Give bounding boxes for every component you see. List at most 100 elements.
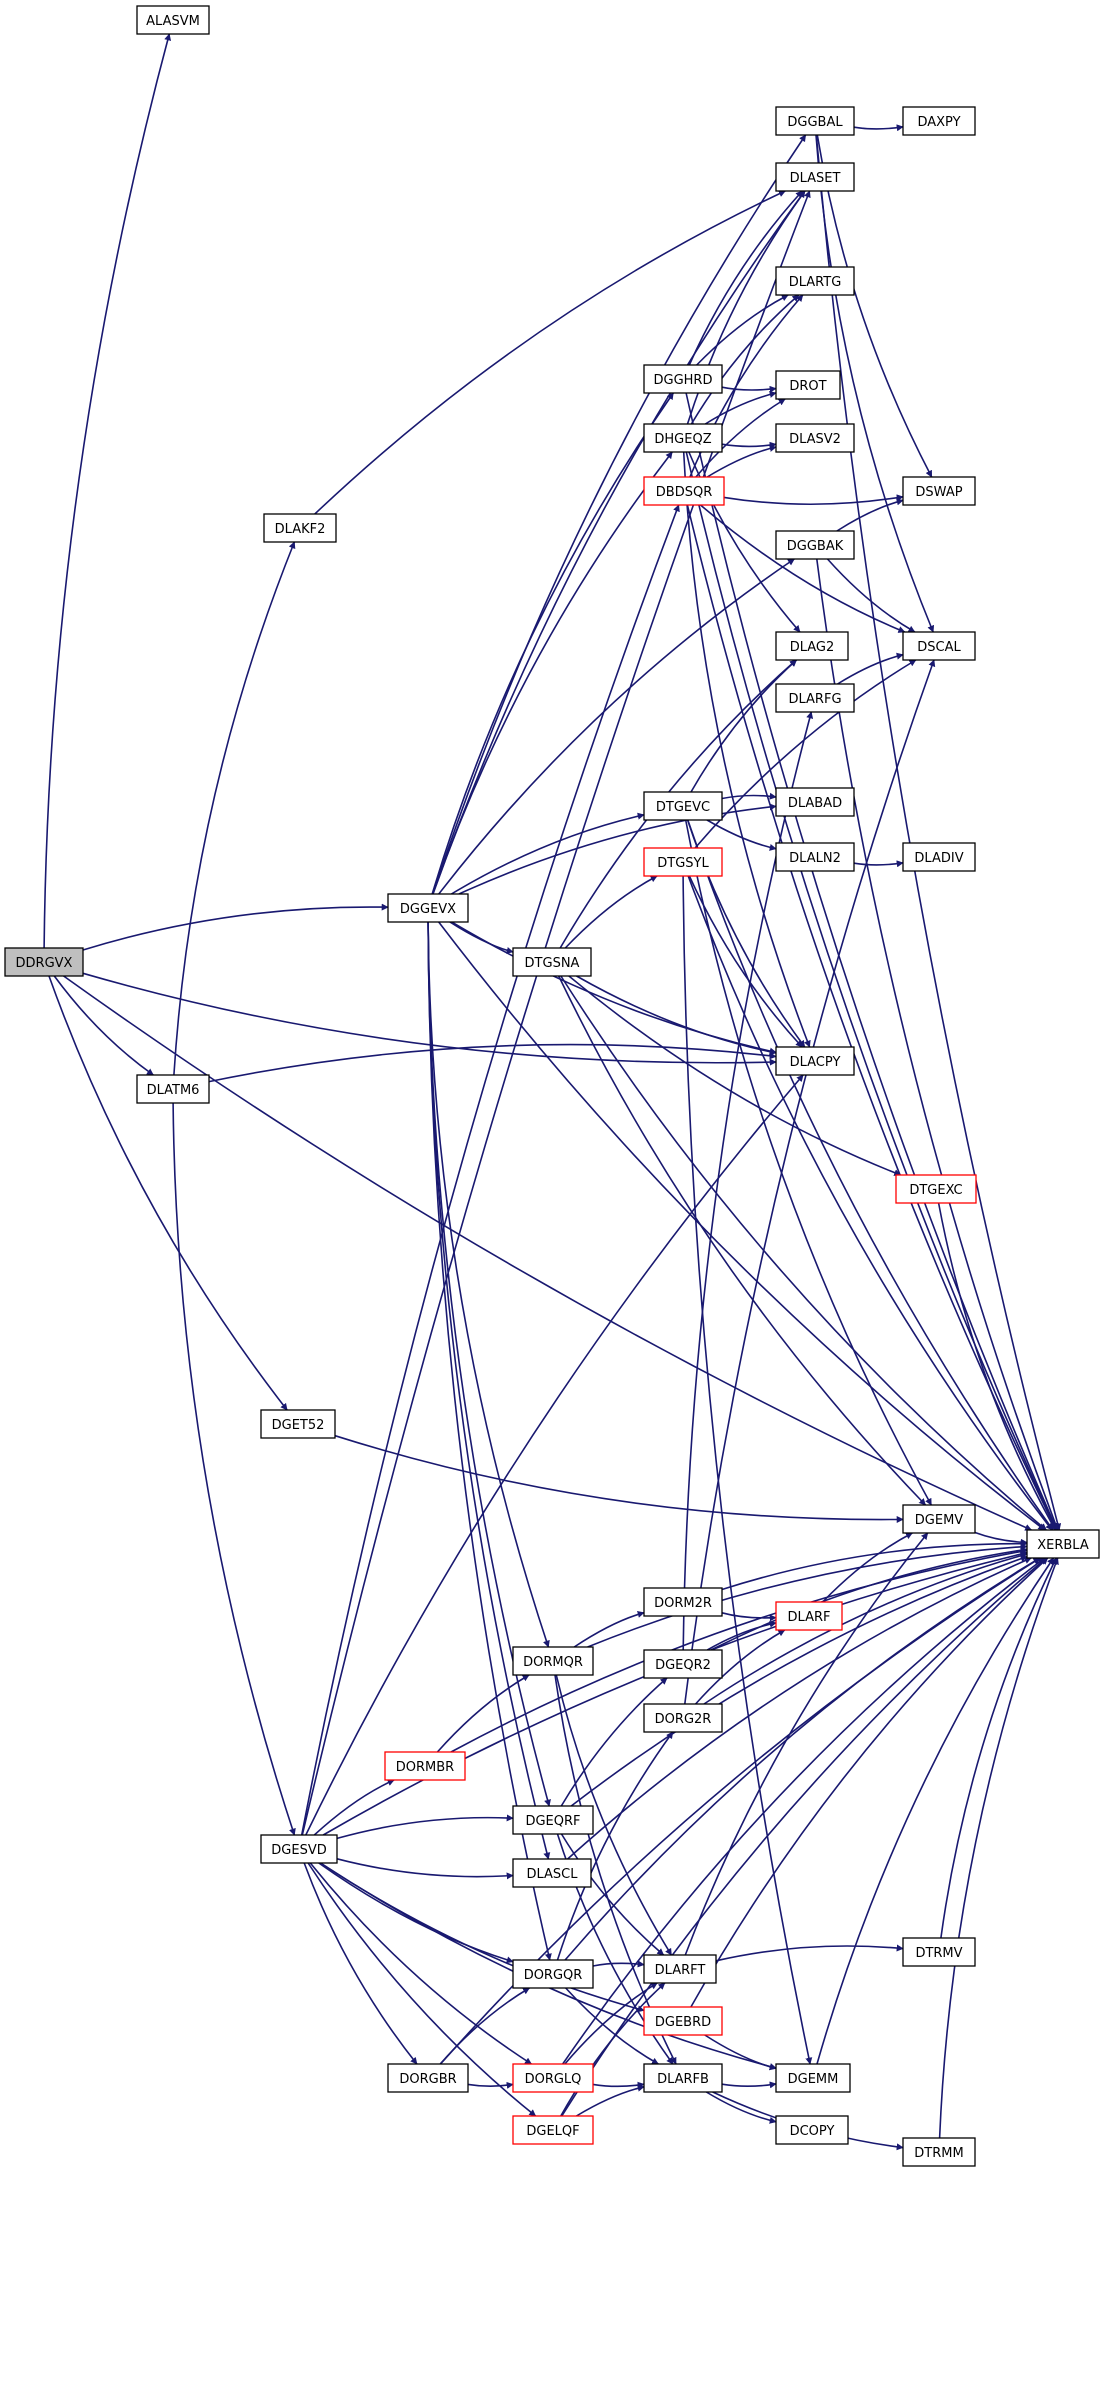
edge-path [688, 451, 801, 633]
node-dtgevc[interactable]: DTGEVC [643, 791, 723, 821]
node-label: DLARFB [657, 2072, 709, 2087]
edge-path [336, 1858, 514, 1880]
edge-path [938, 1557, 1059, 2139]
edge-path [576, 975, 777, 1056]
node-label: DGESVD [271, 1843, 326, 1858]
node-dgemv[interactable]: DGEMV [902, 1504, 976, 1534]
node-dlabad[interactable]: DLABAD [775, 787, 855, 817]
node-dgeqrf[interactable]: DGEQRF [512, 1805, 594, 1835]
edge-path [721, 441, 777, 449]
node-dtgexc[interactable]: DTGEXC [895, 1174, 977, 1204]
node-dlag2[interactable]: DLAG2 [775, 631, 849, 661]
edge-dggevx-to-dgghrd [431, 392, 674, 895]
node-label: DLARTG [789, 275, 842, 290]
node-xerbla[interactable]: XERBLA [1026, 1529, 1100, 1559]
node-dgebrd[interactable]: DGEBRD [643, 2006, 723, 2036]
node-dtrmm[interactable]: DTRMM [902, 2137, 976, 2167]
node-dget52[interactable]: DGET52 [260, 1409, 336, 1439]
node-box [136, 1074, 210, 1104]
node-dorgqr[interactable]: DORGQR [512, 1959, 594, 1989]
edge-path [438, 921, 1046, 1531]
node-dscal[interactable]: DSCAL [902, 631, 976, 661]
node-dgelqf[interactable]: DGELQF [512, 2115, 594, 2145]
node-alasvm[interactable]: ALASVM [136, 5, 210, 35]
node-dggevx[interactable]: DGGEVX [387, 893, 469, 923]
edge-dgesvd-to-dorgbr [303, 1862, 418, 2065]
node-label: DTGEXC [909, 1183, 962, 1198]
node-dgeqr2[interactable]: DGEQR2 [643, 1649, 723, 1679]
node-label: DLACPY [790, 1055, 841, 1070]
node-dlarf[interactable]: DLARF [775, 1601, 843, 1631]
edge-ddrgvx-to-xerbla [63, 975, 1033, 1531]
node-dggbak[interactable]: DGGBAK [775, 530, 855, 560]
node-dlascl[interactable]: DLASCL [512, 1858, 592, 1888]
node-drot[interactable]: DROT [775, 370, 841, 400]
edge-dggevx-to-xerbla [438, 921, 1046, 1531]
node-label: DLARF [788, 1610, 831, 1625]
node-dswap[interactable]: DSWAP [902, 476, 976, 506]
node-dorgbr[interactable]: DORGBR [387, 2063, 469, 2093]
node-dtrmv[interactable]: DTRMV [902, 1937, 976, 1967]
node-dgemm[interactable]: DGEMM [775, 2063, 851, 2093]
edge-dhgeqz-to-dlacpy [682, 451, 811, 1048]
node-dgesvd[interactable]: DGESVD [260, 1834, 338, 1864]
node-dlakf2[interactable]: DLAKF2 [263, 513, 337, 543]
node-dtgsna[interactable]: DTGSNA [512, 947, 592, 977]
node-dtgsyl[interactable]: DTGSYL [643, 847, 723, 877]
node-dlarfg[interactable]: DLARFG [775, 683, 855, 713]
node-dorg2r[interactable]: DORG2R [643, 1703, 723, 1733]
node-dorglq[interactable]: DORGLQ [512, 2063, 594, 2093]
node-dorm2r[interactable]: DORM2R [643, 1587, 723, 1617]
edge-dorm2r-to-xerbla [721, 1540, 1028, 1591]
edge-dggevx-to-dlaset [432, 190, 806, 895]
node-label: DGGEVX [400, 902, 456, 917]
edge-dggevx-to-dtgevc [450, 812, 645, 895]
node-dlasv2[interactable]: DLASV2 [775, 423, 855, 453]
edge-dtrmv-to-xerbla [940, 1557, 1057, 1939]
edge-ddrgvx-to-dlacpy [82, 972, 777, 1066]
node-dcopy[interactable]: DCOPY [775, 2115, 849, 2145]
edge-path [564, 875, 658, 949]
edge-dtgsna-to-dtgexc [568, 975, 902, 1176]
node-dggbal[interactable]: DGGBAL [775, 106, 855, 136]
edge-dgesvd-to-dgeqrf [336, 1814, 514, 1840]
node-daxpy[interactable]: DAXPY [902, 106, 976, 136]
edge-dtgsna-to-dlacpy [576, 975, 777, 1056]
edge-dlarfb-to-dcopy [705, 2091, 777, 2124]
edge-path [721, 1540, 1028, 1591]
node-dlacpy[interactable]: DLACPY [775, 1046, 855, 1076]
edge-path [816, 1557, 1055, 2065]
node-box [775, 162, 855, 192]
edge-dggbal-to-dscal [815, 134, 935, 633]
node-dlarft[interactable]: DLARFT [643, 1954, 717, 1984]
edge-path [63, 975, 1033, 1531]
node-ddrgvx[interactable]: DDRGVX [4, 947, 84, 977]
edge-path [555, 1674, 673, 1956]
node-dlaset[interactable]: DLASET [775, 162, 855, 192]
edge-path [565, 1987, 659, 2065]
node-dlaln2[interactable]: DLALN2 [775, 842, 855, 872]
edge-dggevx-to-dormqr [427, 921, 550, 1648]
node-dhgeqz[interactable]: DHGEQZ [643, 423, 723, 453]
node-dlatm6[interactable]: DLATM6 [136, 1074, 210, 1104]
node-box [260, 1834, 338, 1864]
edge-path [48, 975, 288, 1411]
edge-path [319, 1862, 645, 2013]
edge-ddrgvx-to-dget52 [48, 975, 288, 1411]
node-box [512, 1805, 594, 1835]
edge-dgelqf-to-dlarft [560, 1982, 666, 2117]
node-dladiv[interactable]: DLADIV [902, 842, 976, 872]
node-dormbr[interactable]: DORMBR [384, 1751, 466, 1781]
node-box [902, 2137, 976, 2167]
node-dlartg[interactable]: DLARTG [775, 266, 855, 296]
edge-path [836, 498, 904, 532]
node-dgghrd[interactable]: DGGHRD [643, 364, 723, 394]
node-dbdsqr[interactable]: DBDSQR [643, 476, 725, 506]
node-label: DROT [789, 379, 826, 394]
edge-dggbak-to-dswap [836, 498, 904, 532]
edge-path [695, 1629, 786, 1705]
node-dlarfb[interactable]: DLARFB [643, 2063, 723, 2093]
node-dormqr[interactable]: DORMQR [512, 1646, 594, 1676]
node-label: DLASCL [526, 1867, 578, 1882]
edge-path [427, 921, 552, 1961]
